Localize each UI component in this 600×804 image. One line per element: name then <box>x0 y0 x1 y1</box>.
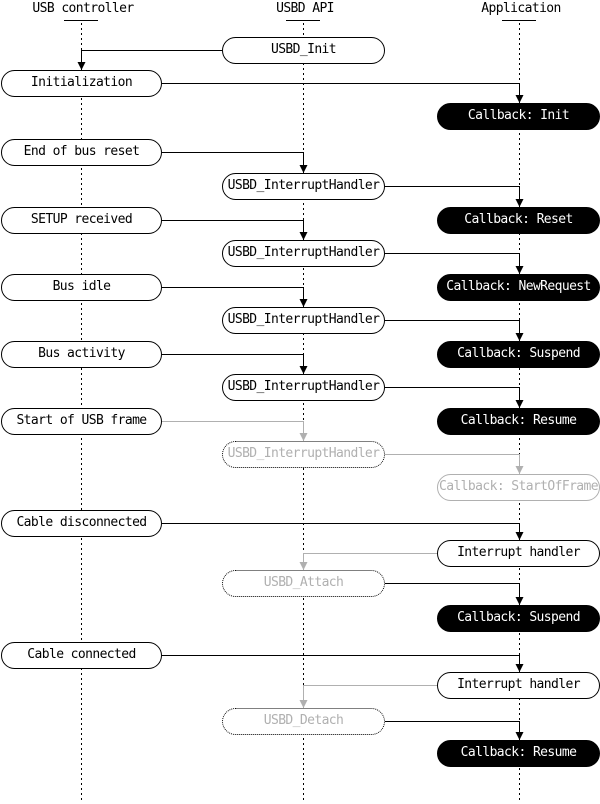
node-usbd-attach: USBD_Attach <box>222 570 385 597</box>
connector-initialization-to-callback-init <box>162 83 524 103</box>
connector-interrupt-handler-to-usbd-attach <box>299 553 437 570</box>
node-cable-connected: Cable connected <box>1 642 162 669</box>
connector-ghost-interrupthandler-to-callback-startofframe <box>385 454 524 474</box>
connector-cable-disconnected-to-interrupt-handler <box>162 523 524 540</box>
node-callback-startofframe: Callback: StartOfFrame <box>437 474 600 501</box>
node-bus-activity: Bus activity <box>1 341 162 368</box>
node-usbd-detach: USBD_Detach <box>222 708 385 735</box>
connector-interrupthandler-to-callback-resume <box>385 387 524 408</box>
node-callback-newrequest: Callback: NewRequest <box>437 274 600 301</box>
node-usbd-init: USBD_Init <box>222 37 385 64</box>
node-usbd-interrupthandler-2: USBD_InterruptHandler <box>222 240 385 267</box>
connector-bus-idle-to-interrupthandler <box>162 287 308 307</box>
node-callback-suspend-2: Callback: Suspend <box>437 605 600 632</box>
connector-usbd-init-to-initialization <box>77 50 222 70</box>
connector-usbd-attach-to-callback-suspend <box>385 583 524 605</box>
node-bus-idle: Bus idle <box>1 274 162 301</box>
connector-start-of-usb-frame-to-ghost-interrupthandler <box>162 421 308 441</box>
connector-usbd-detach-to-callback-resume <box>385 721 524 740</box>
lane-header-usb-controller: USB controller <box>32 1 134 16</box>
node-cable-disconnected: Cable disconnected <box>1 510 162 537</box>
node-usbd-interrupthandler-ghost: USBD_InterruptHandler <box>222 441 385 468</box>
connector-interrupt-handler-to-usbd-detach <box>299 685 437 708</box>
node-usbd-interrupthandler-3: USBD_InterruptHandler <box>222 307 385 334</box>
node-usbd-interrupthandler-4: USBD_InterruptHandler <box>222 374 385 401</box>
connector-end-of-bus-reset-to-interrupthandler <box>162 152 308 173</box>
node-setup-received: SETUP received <box>1 207 162 234</box>
node-callback-init: Callback: Init <box>437 103 600 130</box>
node-interrupt-handler-1: Interrupt handler <box>437 540 600 567</box>
node-usbd-interrupthandler-1: USBD_InterruptHandler <box>222 173 385 200</box>
node-start-of-usb-frame: Start of USB frame <box>1 408 162 435</box>
node-callback-resume-1: Callback: Resume <box>437 408 600 435</box>
node-interrupt-handler-2: Interrupt handler <box>437 672 600 699</box>
lane-header-usbd-api: USBD API <box>276 1 334 16</box>
node-callback-suspend-1: Callback: Suspend <box>437 341 600 368</box>
connector-cable-connected-to-interrupt-handler <box>162 655 524 672</box>
node-end-of-bus-reset: End of bus reset <box>1 139 162 166</box>
connector-interrupthandler-to-callback-suspend <box>385 320 524 341</box>
node-initialization: Initialization <box>1 70 162 97</box>
lane-header-application: Application <box>481 1 561 16</box>
node-callback-resume-2: Callback: Resume <box>437 740 600 767</box>
connector-setup-received-to-interrupthandler <box>162 220 308 240</box>
connector-interrupthandler-to-callback-reset <box>385 186 524 207</box>
connector-interrupthandler-to-callback-newrequest <box>385 253 524 274</box>
node-callback-reset: Callback: Reset <box>437 207 600 234</box>
connector-bus-activity-to-interrupthandler <box>162 354 308 374</box>
